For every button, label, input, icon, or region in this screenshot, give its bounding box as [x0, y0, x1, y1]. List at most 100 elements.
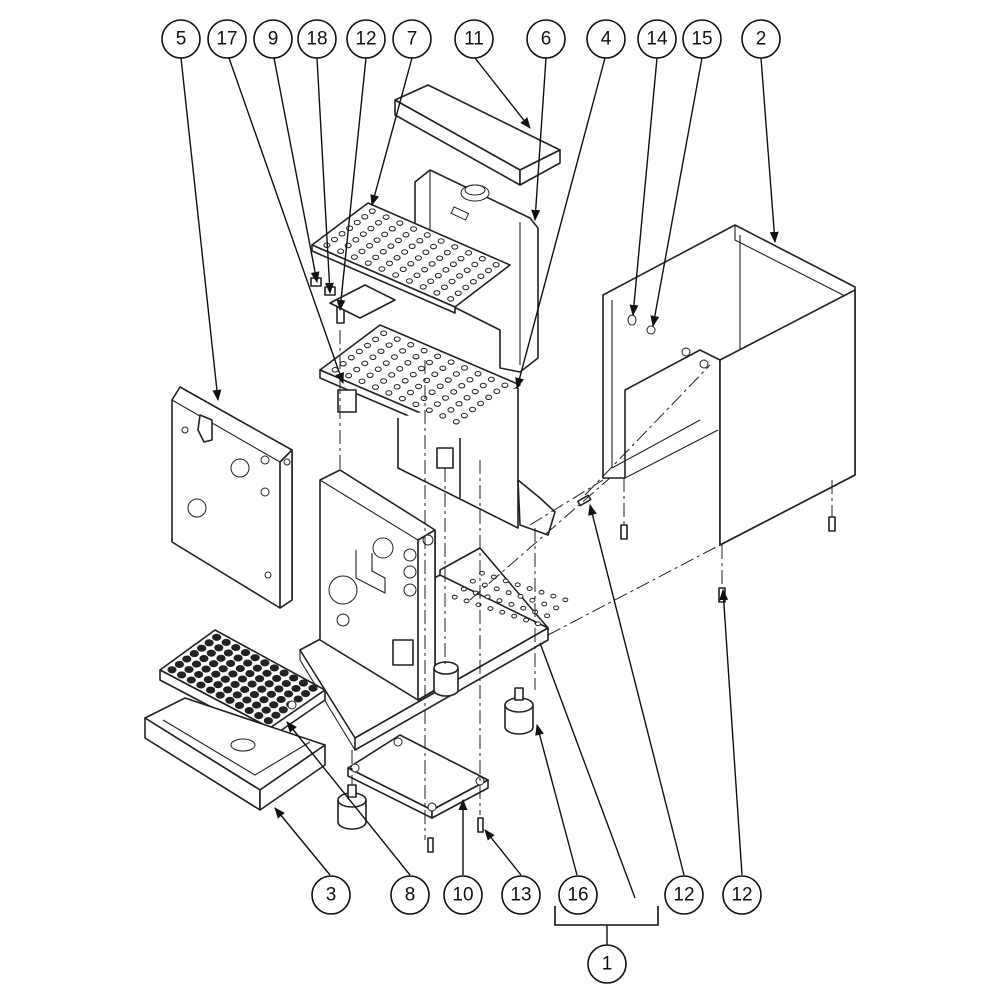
callout-2: 2	[741, 19, 781, 59]
perforation-hole	[462, 284, 470, 291]
callout-14: 14	[637, 19, 677, 59]
perforation-hole	[562, 597, 569, 603]
perforation-hole	[550, 593, 557, 599]
svg-text:11: 11	[464, 29, 484, 50]
perforation-hole	[428, 389, 436, 395]
perforation-hole	[387, 243, 395, 249]
perforation-hole	[388, 372, 396, 378]
perforation-hole	[398, 395, 406, 402]
perforation-hole	[396, 220, 404, 226]
perforation-hole	[194, 670, 204, 679]
perforation-hole	[386, 260, 393, 267]
perforation-hole	[477, 400, 485, 407]
perforation-hole	[249, 691, 259, 699]
perforation-hole	[366, 243, 374, 249]
svg-text:12: 12	[673, 885, 694, 906]
perforation-hole	[391, 354, 398, 360]
perforation-hole	[434, 272, 442, 279]
callout-3: 3	[311, 875, 351, 915]
perforation-hole	[206, 686, 216, 694]
callout-15: 15	[682, 19, 722, 59]
svg-text:12: 12	[355, 29, 376, 50]
svg-text:13: 13	[510, 885, 531, 906]
perforation-hole	[359, 231, 367, 237]
perforation-hole	[197, 644, 207, 652]
perforation-hole	[437, 238, 445, 244]
perforation-hole	[199, 655, 209, 663]
perforation-hole	[372, 336, 380, 343]
svg-text:8: 8	[405, 885, 416, 906]
perforation-hole	[487, 376, 495, 383]
perforation-hole	[460, 586, 467, 592]
perforation-hole	[447, 359, 455, 365]
perforation-hole	[436, 255, 444, 262]
callout-13: 13	[501, 875, 541, 915]
perforation-hole	[460, 412, 468, 419]
perforation-hole	[399, 266, 407, 273]
perforation-hole	[452, 418, 460, 425]
perforation-hole	[379, 248, 387, 255]
svg-text:15: 15	[691, 29, 712, 50]
perforation-hole	[485, 394, 493, 401]
perforation-hole	[368, 208, 376, 214]
perforation-hole	[355, 348, 363, 355]
perforation-hole	[407, 260, 415, 267]
perforation-hole	[449, 261, 457, 267]
perforation-hole	[408, 243, 416, 250]
perforation-hole	[269, 701, 279, 709]
perforation-hole	[364, 342, 371, 349]
perforation-hole	[443, 249, 451, 256]
perforation-hole	[448, 278, 456, 285]
perforation-hole	[182, 655, 192, 663]
perforation-hole	[281, 679, 291, 688]
tray-4-holes	[331, 330, 509, 425]
perforation-hole	[450, 389, 458, 395]
perforation-hole	[417, 365, 425, 372]
svg-text:9: 9	[268, 29, 279, 50]
perforation-hole	[457, 255, 465, 262]
perforation-hole	[347, 354, 355, 361]
perforation-hole	[191, 660, 202, 668]
perforation-hole	[487, 606, 494, 611]
perforation-hole	[184, 665, 194, 674]
perforation-hole	[463, 598, 470, 604]
perforation-hole	[433, 290, 441, 296]
perforation-hole	[461, 365, 468, 371]
perforation-hole	[447, 407, 455, 413]
perforation-hole	[167, 666, 177, 674]
perforation-hole	[213, 681, 223, 689]
perforation-hole	[415, 383, 423, 390]
perforation-hole	[441, 284, 448, 290]
perforation-hole	[439, 365, 447, 371]
perforation-hole	[420, 395, 428, 402]
perforation-hole	[541, 601, 548, 607]
perforation-hole	[189, 650, 199, 658]
perforation-hole	[225, 696, 235, 704]
perforation-hole	[209, 660, 219, 668]
perforation-hole	[444, 377, 452, 383]
perforation-hole	[308, 684, 318, 692]
perforation-hole	[257, 685, 267, 693]
perforation-hole	[204, 639, 214, 647]
perforation-hole	[223, 649, 233, 657]
perforation-hole	[206, 649, 216, 657]
svg-text:3: 3	[326, 885, 337, 906]
perforation-hole	[463, 394, 471, 401]
perforation-hole	[442, 395, 449, 401]
perforation-hole	[350, 254, 358, 260]
perforation-hole	[535, 621, 541, 627]
perforation-hole	[234, 701, 245, 709]
part-16-feet	[337, 661, 534, 830]
perforation-hole	[353, 366, 361, 373]
perforation-hole	[454, 290, 462, 296]
perforation-hole	[177, 671, 187, 679]
perforation-hole	[367, 225, 375, 232]
perforation-hole	[481, 582, 488, 588]
perforation-hole	[235, 664, 245, 673]
perforation-hole	[393, 384, 401, 390]
perforation-hole	[260, 659, 270, 667]
perforation-hole	[553, 605, 560, 611]
perforation-hole	[223, 686, 233, 694]
perforation-hole	[274, 685, 284, 693]
perforation-hole	[465, 250, 473, 256]
